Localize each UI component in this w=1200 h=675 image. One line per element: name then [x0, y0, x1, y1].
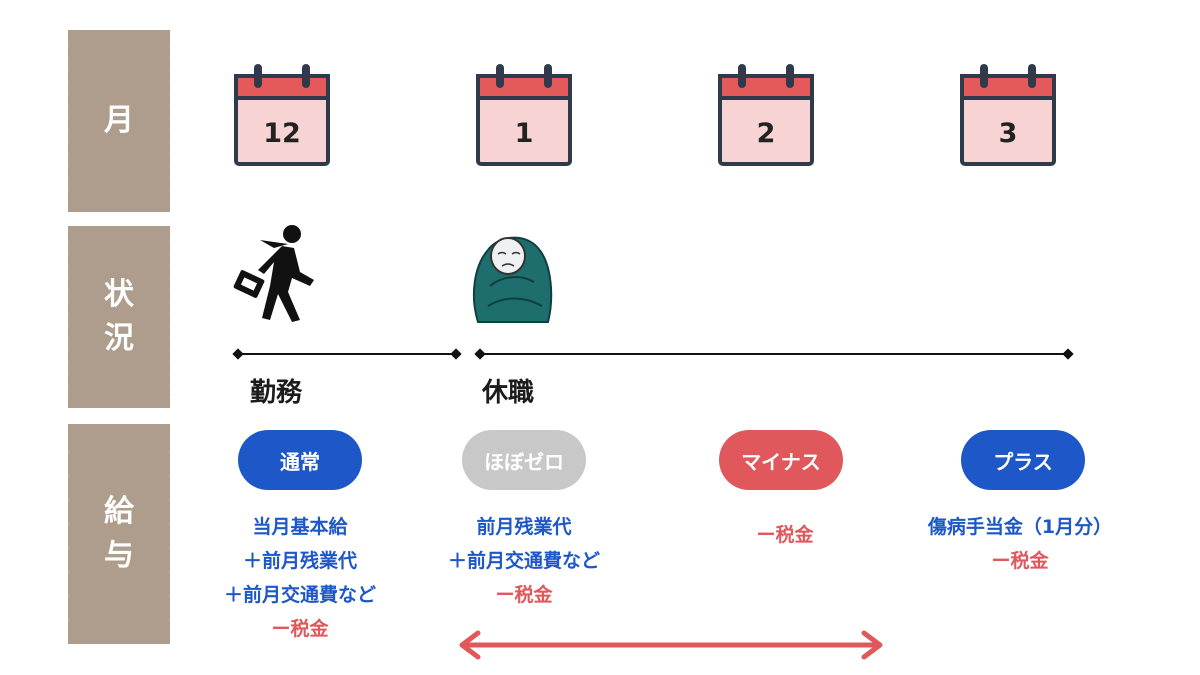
pay-detail-january: 前月残業代 ＋前月交通費など ー税金 [394, 510, 654, 612]
calendar-january: 1 [476, 62, 572, 166]
pay-line: 傷病手当金（1月分） [927, 516, 1113, 538]
calendar-march: 3 [960, 62, 1056, 166]
calendar-icon [960, 64, 1056, 166]
row-label-pay: 給 与 [65, 424, 170, 644]
pay-detail-december: 当月基本給 ＋前月残業代 ＋前月交通費など ー税金 [170, 510, 430, 646]
calendar-month-number: 3 [998, 118, 1018, 149]
pay-detail-february: ー税金 [655, 518, 915, 552]
calendar-icon [718, 64, 814, 166]
calendar-month-number: 2 [756, 118, 776, 149]
pay-line: ー税金 [271, 618, 329, 640]
calendar-month-number: 1 [514, 118, 534, 149]
row-label-status-text-2: 況 [104, 321, 134, 356]
businessman-walking-icon [233, 225, 314, 322]
pay-pill-january: ほぼゼロ [462, 430, 586, 490]
pay-line: 当月基本給 [252, 516, 348, 538]
pay-line: ー税金 [495, 584, 553, 606]
calendar-month-number: 12 [263, 118, 301, 149]
leave-period-line [474, 348, 1074, 360]
pay-line: ＋前月残業代 [242, 550, 357, 572]
pay-line: ー税金 [756, 524, 814, 546]
calendar-icon [234, 64, 330, 166]
pay-pill-december: 通常 [238, 430, 362, 490]
row-label-month-text: 月 [104, 103, 134, 138]
pay-detail-march: 傷病手当金（1月分） ー税金 [890, 510, 1150, 578]
row-label-month: 月 [65, 30, 170, 212]
row-label-pay-text-1: 給 [104, 494, 134, 529]
row-label-status-text-1: 状 [104, 277, 134, 312]
status-working: 勤務 [250, 378, 303, 408]
pay-pill-march: プラス [961, 430, 1085, 490]
pay-line: ＋前月交通費など [223, 584, 376, 606]
calendar-icon [476, 64, 572, 166]
double-arrow-icon [459, 630, 883, 660]
working-period-line [232, 348, 462, 360]
calendar-december: 12 [234, 62, 330, 166]
calendar-february: 2 [718, 62, 814, 166]
row-label-pay-text-2: 与 [104, 538, 134, 573]
status-leave: 休職 [482, 378, 535, 408]
pill-label: プラス [993, 449, 1053, 474]
pay-line: 前月残業代 [476, 516, 572, 538]
pill-label: 通常 [280, 449, 320, 474]
pill-label: ほぼゼロ [484, 449, 564, 474]
row-label-status: 状 況 [65, 226, 170, 408]
pay-line: ＋前月交通費など [447, 550, 600, 572]
pay-pill-february: マイナス [719, 430, 843, 490]
pill-label: マイナス [741, 449, 821, 474]
sick-person-blanket-icon [472, 236, 553, 323]
pay-line: ー税金 [991, 550, 1049, 572]
